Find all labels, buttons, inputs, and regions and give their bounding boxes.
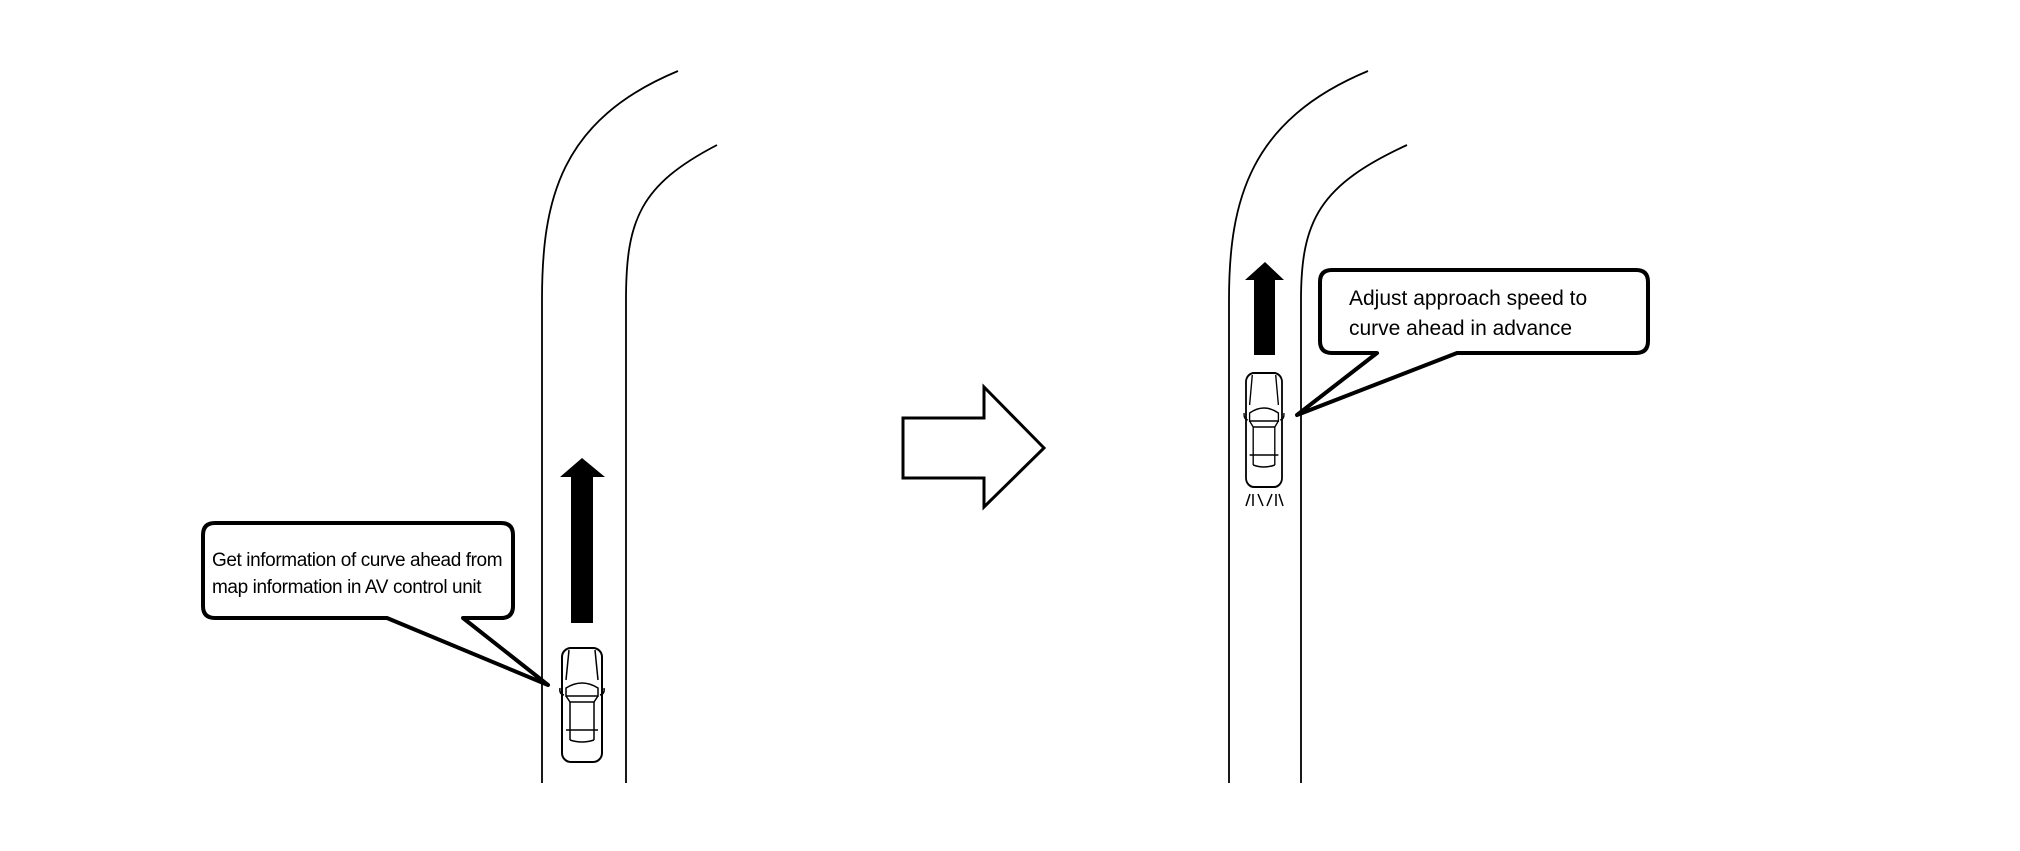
right-direction-arrow <box>1245 262 1284 355</box>
right-callout-text: Adjust approach speed to curve ahead in … <box>1349 284 1587 344</box>
left-callout-line-2: map information in AV control unit <box>212 577 482 598</box>
right-callout-line-2: curve ahead in advance <box>1349 317 1572 340</box>
right-road <box>1228 70 1408 783</box>
left-direction-arrow <box>560 458 605 623</box>
transition-arrow-icon <box>901 383 1047 511</box>
left-callout-line-1: Get information of curve ahead from <box>212 550 503 571</box>
left-car-icon <box>558 647 606 763</box>
brake-lines-icon <box>1245 493 1284 507</box>
left-callout-text: Get information of curve ahead from map … <box>212 547 503 601</box>
right-callout-bubble <box>1295 268 1650 417</box>
left-callout-bubble <box>201 521 550 687</box>
right-car-icon <box>1243 372 1285 488</box>
left-road <box>541 70 718 783</box>
right-callout-line-1: Adjust approach speed to <box>1349 287 1588 310</box>
